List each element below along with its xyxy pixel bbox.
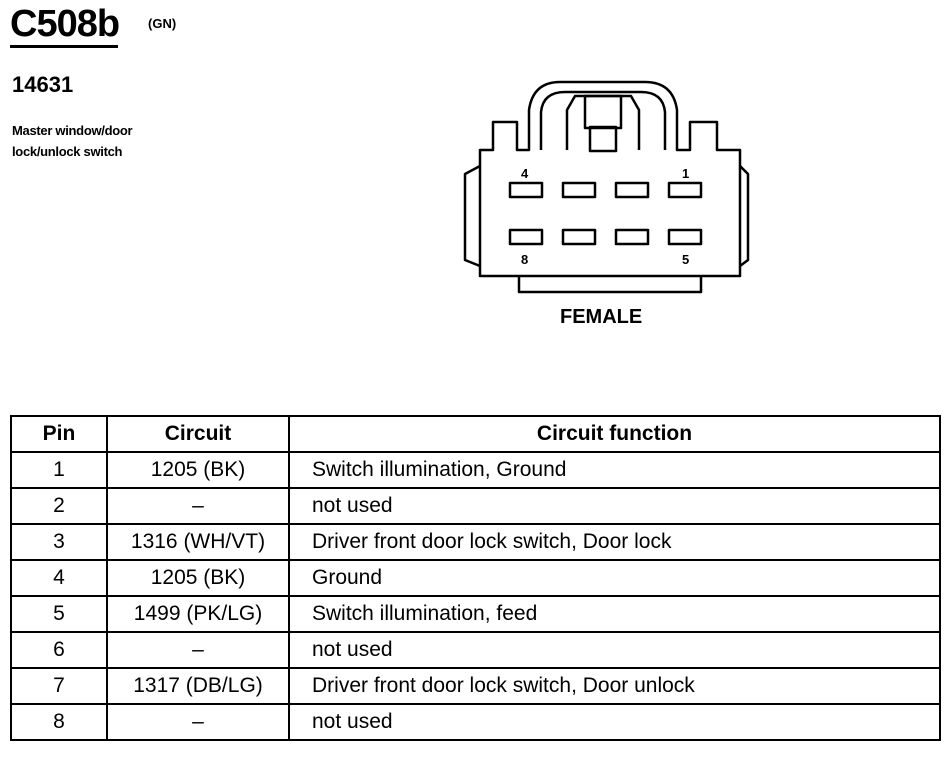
pin-3-socket <box>561 181 597 199</box>
connector-face-diagram: 4 1 8 5 <box>463 80 750 294</box>
table-row: 2 – not used <box>10 487 941 525</box>
circuit-cell: 1499 (PK/LG) <box>106 595 290 633</box>
description-line-2: lock/unlock switch <box>12 144 123 159</box>
table-row: 5 1499 (PK/LG) Switch illumination, feed <box>10 595 941 633</box>
pin-cell: 7 <box>10 667 108 705</box>
pin-cell: 3 <box>10 523 108 561</box>
pin-cell: 5 <box>10 595 108 633</box>
pinout-table: Pin Circuit Circuit function 1 1205 (BK)… <box>10 415 941 741</box>
circuit-cell: 1316 (WH/VT) <box>106 523 290 561</box>
connector-id-underline <box>10 45 118 48</box>
circuit-cell: – <box>106 703 290 741</box>
table-row: 4 1205 (BK) Ground <box>10 559 941 597</box>
pin-cell: 6 <box>10 631 108 669</box>
bottom-key <box>517 276 703 294</box>
table-row: 8 – not used <box>10 703 941 741</box>
function-cell: Driver front door lock switch, Door lock <box>288 523 941 561</box>
header-pin: Pin <box>10 415 108 453</box>
pin-label-8: 8 <box>521 252 528 267</box>
connector-housing <box>478 80 742 278</box>
right-ear <box>739 165 750 267</box>
connector-description: Master window/door lock/unlock switch <box>12 120 133 162</box>
pin-cell: 8 <box>10 703 108 741</box>
function-cell: Switch illumination, feed <box>288 595 941 633</box>
connector-face-label: FEMALE <box>560 306 643 328</box>
latch-button <box>588 125 618 153</box>
function-cell: Driver front door lock switch, Door unlo… <box>288 667 941 705</box>
header-circuit-function: Circuit function <box>288 415 941 453</box>
latch-center <box>583 94 623 130</box>
circuit-cell: – <box>106 487 290 525</box>
description-line-1: Master window/door <box>12 123 133 138</box>
pin-label-5: 5 <box>682 252 689 267</box>
left-ear <box>463 164 481 268</box>
pin-8-socket <box>508 228 544 246</box>
table-row: 3 1316 (WH/VT) Driver front door lock sw… <box>10 523 941 561</box>
header-circuit: Circuit <box>106 415 290 453</box>
pin-4-socket <box>508 181 544 199</box>
connector-color-code: (GN) <box>148 16 177 31</box>
circuit-cell: 1205 (BK) <box>106 451 290 489</box>
function-cell: Ground <box>288 559 941 597</box>
pin-6-socket <box>614 228 650 246</box>
circuit-cell: – <box>106 631 290 669</box>
latch-inner <box>565 94 641 150</box>
pin-cell: 1 <box>10 451 108 489</box>
circuit-cell: 1205 (BK) <box>106 559 290 597</box>
table-header-row: Pin Circuit Circuit function <box>10 415 941 453</box>
table-row: 7 1317 (DB/LG) Driver front door lock sw… <box>10 667 941 705</box>
function-cell: not used <box>288 631 941 669</box>
pin-label-4: 4 <box>521 166 529 181</box>
pin-7-socket <box>561 228 597 246</box>
circuit-cell: 1317 (DB/LG) <box>106 667 290 705</box>
pin-cell: 2 <box>10 487 108 525</box>
pin-2-socket <box>614 181 650 199</box>
function-cell: Switch illumination, Ground <box>288 451 941 489</box>
pin-1-socket <box>667 181 703 199</box>
latch-outline <box>539 90 667 150</box>
function-cell: not used <box>288 487 941 525</box>
pin-5-socket <box>667 228 703 246</box>
function-cell: not used <box>288 703 941 741</box>
part-number: 14631 <box>12 72 74 97</box>
pin-cell: 4 <box>10 559 108 597</box>
pin-label-1: 1 <box>682 166 689 181</box>
table-row: 1 1205 (BK) Switch illumination, Ground <box>10 451 941 489</box>
table-row: 6 – not used <box>10 631 941 669</box>
connector-id: C508b <box>10 3 120 45</box>
